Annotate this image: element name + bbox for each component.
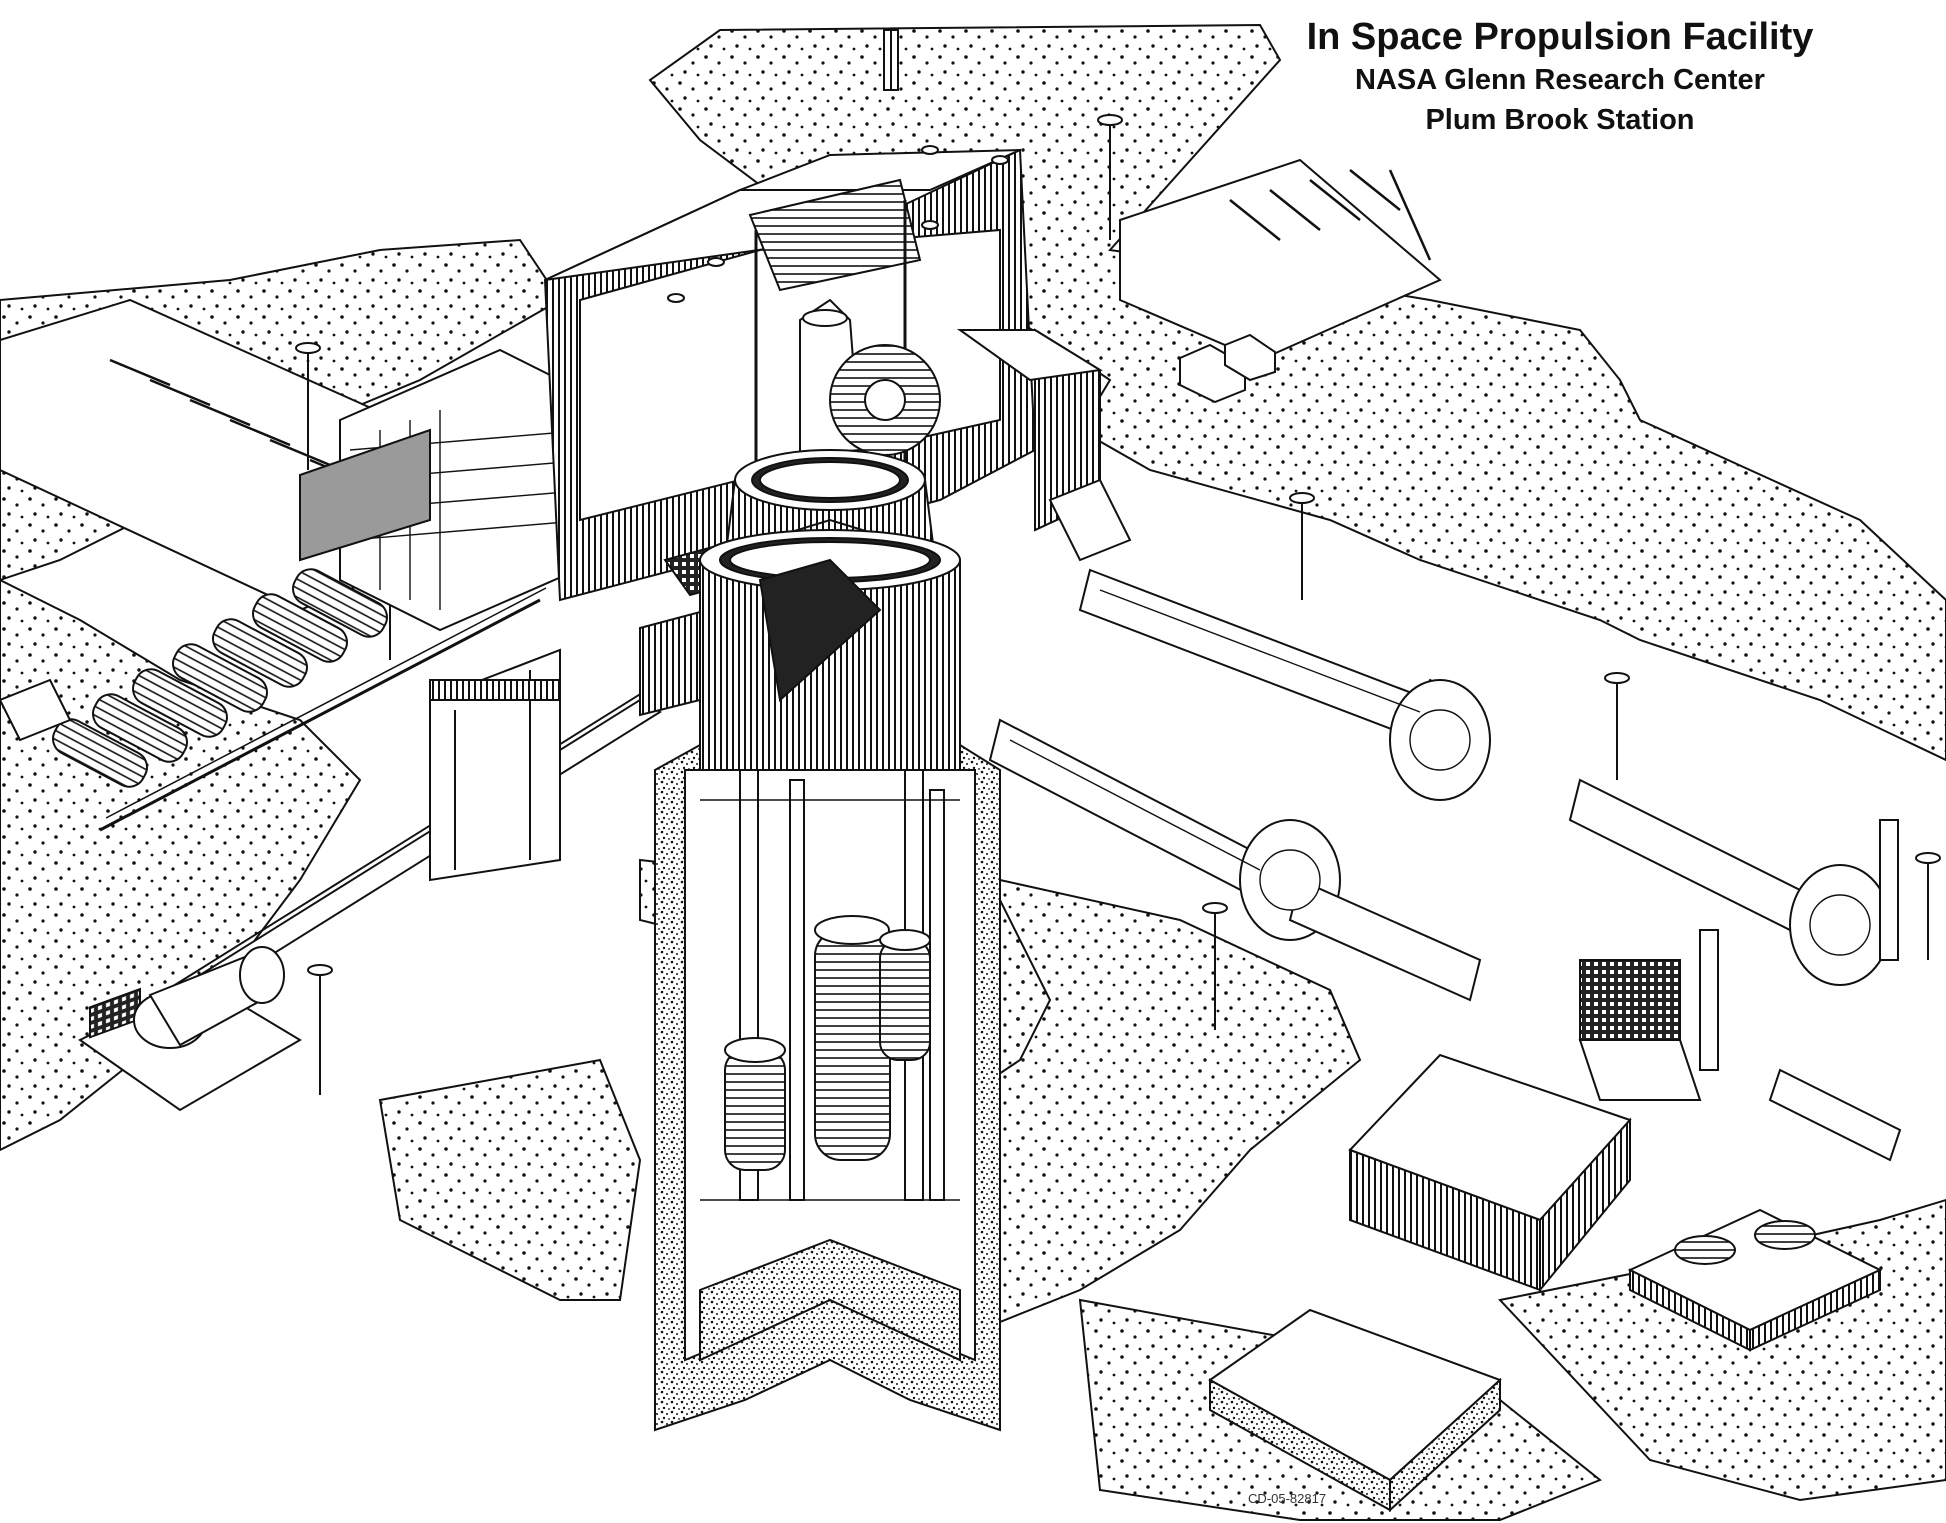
title-center: NASA Glenn Research Center bbox=[1355, 64, 1765, 96]
nitrogen-storage-tank bbox=[78, 946, 302, 1112]
propellant-tank-trailers bbox=[0, 568, 388, 788]
cooling-tower bbox=[1627, 1208, 1883, 1352]
vacuum-chamber-shaft bbox=[654, 518, 1001, 1432]
drawing-code: CD-05-82817 bbox=[1248, 1491, 1327, 1506]
parked-vehicles bbox=[1179, 333, 1276, 404]
steam-ejector-equipment bbox=[1578, 819, 1902, 1162]
title-station: Plum Brook Station bbox=[1425, 104, 1695, 136]
perimeter-fence bbox=[99, 587, 547, 832]
parking-lot-east bbox=[1119, 158, 1442, 362]
title-block: In Space Propulsion Facility NASA Glenn … bbox=[1220, 14, 1900, 140]
title-facility: In Space Propulsion Facility bbox=[1306, 16, 1814, 58]
pipe-rack-walkway bbox=[158, 648, 662, 1014]
service-building bbox=[1348, 1053, 1632, 1293]
retention-basin bbox=[1208, 1308, 1502, 1513]
exhaust-ducts bbox=[988, 478, 1891, 1002]
